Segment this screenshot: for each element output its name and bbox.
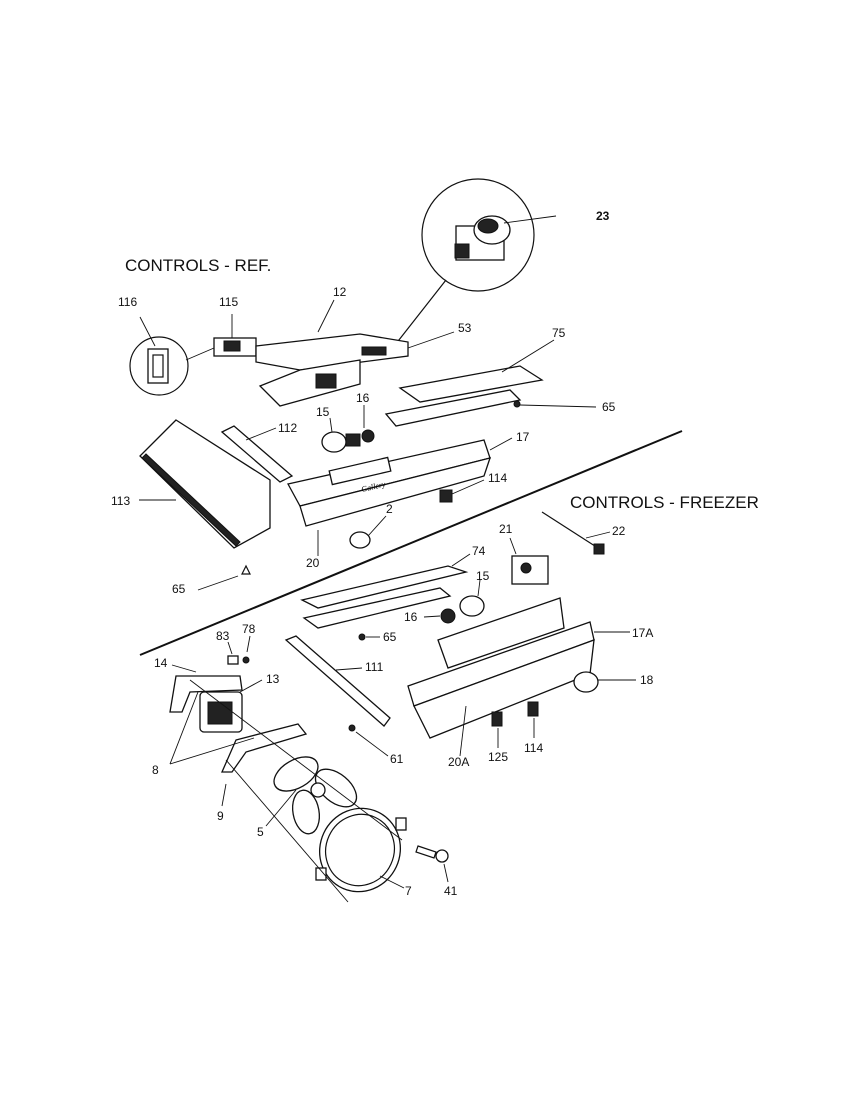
label-75: 75: [552, 326, 566, 340]
label-13: 13: [266, 672, 280, 686]
label-115: 115: [219, 295, 238, 309]
label-112: 112: [278, 421, 297, 435]
label-114-bottom: 114: [524, 741, 543, 755]
part-15-16-bulb-socket-top: [321, 405, 375, 453]
section-divider: [139, 430, 683, 656]
label-14: 14: [154, 656, 168, 670]
label-21: 21: [499, 522, 513, 536]
label-53: 53: [458, 321, 472, 335]
guide-line-mount: [225, 759, 349, 903]
label-2: 2: [386, 502, 393, 516]
label-111: 111: [365, 660, 384, 674]
label-8: 8: [152, 763, 159, 777]
label-17: 17: [516, 430, 530, 444]
leader-9: [221, 783, 227, 807]
label-20a: 20A: [448, 755, 469, 769]
label-16-bottom: 16: [404, 610, 418, 624]
label-7: 7: [405, 884, 412, 898]
part-116-switch-detail: [129, 316, 215, 396]
part-114-knob-bottom: [527, 701, 539, 738]
part-111-bracket: [284, 635, 391, 727]
label-113: 113: [111, 494, 130, 508]
label-61: 61: [390, 752, 404, 766]
section-title-ref: CONTROLS - REF.: [125, 256, 271, 275]
label-20: 20: [306, 556, 320, 570]
part-112-tube: [220, 425, 294, 483]
label-74: 74: [472, 544, 486, 558]
part-65-screw-top: [513, 400, 597, 408]
label-17a: 17A: [632, 626, 653, 640]
label-5: 5: [257, 825, 264, 839]
part-41-screw: [415, 845, 449, 883]
part-115-switch: [213, 314, 257, 357]
label-23: 23: [596, 209, 610, 223]
part-17a-housing: [407, 597, 630, 739]
part-14-bracket: [169, 664, 243, 713]
part-15-16-bulb-socket-bottom: [423, 579, 485, 624]
part-65-screw-mid: [197, 564, 251, 591]
part-21-thermostat: [509, 537, 549, 585]
part-53-housing: [255, 299, 455, 407]
part-65-screw-bottom: [358, 633, 380, 641]
part-23-timer: [394, 178, 557, 346]
part-125-switch: [491, 711, 503, 748]
section-title-freezer: CONTROLS - FREEZER: [570, 493, 759, 512]
label-16-top: 16: [356, 391, 370, 405]
label-125: 125: [488, 750, 508, 764]
part-5-fan-blade: [265, 756, 358, 835]
label-116: 116: [118, 295, 137, 309]
part-75-cover: [384, 339, 555, 427]
part-8-bracket: [169, 691, 308, 773]
label-65-bottom: 65: [383, 630, 397, 644]
part-61-screw: [348, 724, 389, 757]
label-65-mid: 65: [172, 582, 186, 596]
label-78: 78: [242, 622, 256, 636]
part-2-knob: [349, 515, 387, 549]
label-114-top: 114: [488, 471, 507, 485]
leader-20a: [459, 705, 467, 757]
part-7-fan-shroud: [315, 807, 407, 893]
label-83: 83: [216, 629, 230, 643]
part-114-knob-top: [439, 479, 485, 503]
part-74-cover: [300, 553, 471, 629]
part-13-fan-motor: [199, 679, 263, 733]
part-83-78-clip: [227, 635, 251, 665]
label-18: 18: [640, 673, 654, 687]
label-41: 41: [444, 884, 458, 898]
part-22-sensor: [541, 511, 611, 555]
label-15-top: 15: [316, 405, 330, 419]
label-15-bottom: 15: [476, 569, 490, 583]
label-9: 9: [217, 809, 224, 823]
guide-line-motor: [189, 679, 403, 841]
part-17-control-panel: Gallery: [287, 437, 513, 527]
part-18-knob: [573, 671, 636, 693]
label-65-top: 65: [602, 400, 616, 414]
label-22: 22: [612, 524, 626, 538]
part-113-duct: [139, 419, 271, 549]
label-12: 12: [333, 285, 347, 299]
